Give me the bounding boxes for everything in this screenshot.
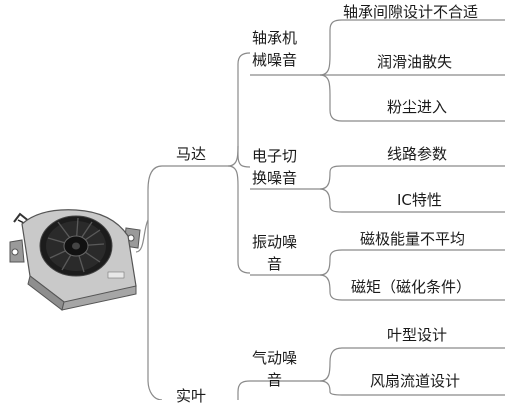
link-aero xyxy=(237,380,251,400)
leaf-magnetic-pole-imbalance: 磁极能量不平均 xyxy=(360,230,466,248)
leaf-fan-flow-channel-design: 风扇流道设计 xyxy=(370,372,461,390)
category-bearing-line-1: 轴承机 xyxy=(252,29,298,47)
branch-line-blade xyxy=(147,220,163,400)
leaf-lubricant-loss: 润滑油散失 xyxy=(377,53,453,71)
category-bearing-line-2: 械噪音 xyxy=(252,51,298,69)
category-switching-line-2: 换噪音 xyxy=(252,169,298,187)
category-switching-line-1: 电子切 xyxy=(252,147,298,165)
link-switch xyxy=(237,146,251,168)
category-vibration-noise: 振动噪 音 xyxy=(252,231,297,275)
leaf-bearing-clearance: 轴承间隙设计不合适 xyxy=(343,3,479,21)
branch-blade-label: 实叶 xyxy=(176,387,207,405)
branch-motor-label: 马达 xyxy=(176,145,207,163)
leaf-blade-profile-design: 叶型设计 xyxy=(387,326,448,344)
mindmap-connectors xyxy=(135,19,505,400)
leaf-magnetic-moment: 磁矩（磁化条件） xyxy=(351,278,472,296)
leaf-circuit-parameters: 线路参数 xyxy=(387,145,448,163)
link-bearing xyxy=(237,52,251,146)
category-aero-line-2: 音 xyxy=(267,371,283,389)
link-vibration xyxy=(227,165,251,274)
leaf-dust-ingress: 粉尘进入 xyxy=(387,98,448,116)
category-vibration-line-1: 振动噪 xyxy=(252,233,298,251)
category-switching-noise: 电子切 换噪音 xyxy=(252,145,297,189)
category-bearing-noise: 轴承机 械噪音 xyxy=(252,27,297,71)
cooling-fan-image xyxy=(9,209,141,311)
category-vibration-line-2: 音 xyxy=(267,255,283,273)
category-aero-line-1: 气动噪 xyxy=(252,349,298,367)
branch-line-motor xyxy=(147,165,228,191)
category-aero-noise: 气动噪 音 xyxy=(252,347,297,391)
leaf-ic-characteristics: IC特性 xyxy=(397,191,442,209)
